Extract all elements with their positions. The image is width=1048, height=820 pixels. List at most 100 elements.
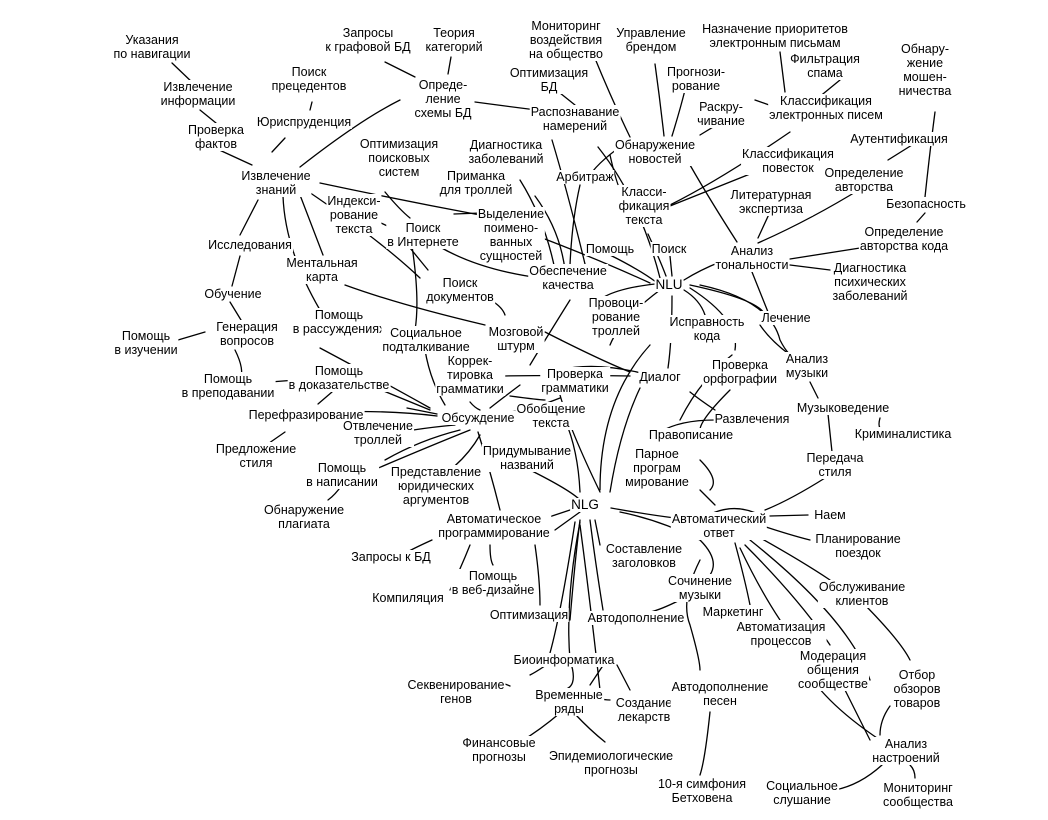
node-name-generation: Придумывание названий <box>481 444 573 472</box>
node-web-search: Поиск в Интернете <box>386 221 460 249</box>
edge <box>559 92 576 106</box>
edge <box>757 211 771 239</box>
edge <box>924 111 936 198</box>
node-authorship-attribution: Определение авторства <box>823 166 905 194</box>
edge <box>909 764 916 779</box>
edge <box>664 171 756 209</box>
node-entertainment: Развлечения <box>713 412 791 426</box>
edge <box>699 489 716 506</box>
edge <box>683 289 706 316</box>
edge <box>317 391 333 405</box>
edge <box>344 284 486 326</box>
node-schema-definition: Опреде- ление схемы БД <box>413 78 473 120</box>
edge <box>299 194 324 256</box>
node-drug-discovery: Создание лекарств <box>614 696 674 724</box>
edge <box>574 713 606 743</box>
edge <box>529 469 581 501</box>
edge <box>469 401 481 411</box>
node-question-generation: Генерация вопросов <box>215 320 279 348</box>
edge <box>809 381 819 399</box>
node-customer-service: Обслуживание клиентов <box>817 580 907 608</box>
node-autocompletion: Автодополнение <box>586 611 686 625</box>
node-text-classification: Класси- фикация текста <box>617 185 671 227</box>
node-assistance: Помощь <box>584 242 636 256</box>
edge <box>453 212 482 215</box>
edge <box>759 524 811 541</box>
node-code-authorship: Определение авторства кода <box>858 225 950 253</box>
node-financial-forecasting: Финансовые прогнозы <box>461 736 537 764</box>
edge <box>299 99 401 168</box>
node-marketing: Маркетинг <box>701 605 765 619</box>
edge <box>411 245 418 331</box>
edge <box>489 544 494 566</box>
node-pair-programming: Парное програм мирование <box>624 447 690 489</box>
node-brand-management: Управление брендом <box>615 26 687 54</box>
edge <box>647 233 667 277</box>
node-musicology: Музыковедение <box>795 401 891 415</box>
edge <box>384 61 416 78</box>
edge <box>309 101 313 111</box>
edge <box>759 324 791 356</box>
node-automatic-response: Автоматический ответ <box>670 512 768 540</box>
node-quality-assurance: Обеспечение качества <box>528 264 608 292</box>
edge <box>554 511 581 531</box>
edge <box>757 187 863 244</box>
node-spelling: Правописание <box>647 428 735 442</box>
edge <box>669 255 673 277</box>
node-time-series: Временные ряды <box>534 688 604 716</box>
edge <box>406 407 438 415</box>
node-healthcare: Лечение <box>760 311 812 325</box>
node-music-composition: Сочинение музыки <box>667 574 733 602</box>
edge <box>689 164 738 243</box>
edge <box>239 199 259 236</box>
node-product-review-selection: Отбор обзоров товаров <box>892 668 942 710</box>
node-style-suggestion: Предложение стиля <box>214 442 298 470</box>
node-education: Обучение <box>203 287 263 301</box>
edge <box>609 387 641 493</box>
node-automatic-programming: Автоматическое программирование <box>437 512 551 540</box>
node-case-search: Поиск прецедентов <box>270 65 348 93</box>
edge <box>559 521 581 691</box>
node-headline-generation: Составление заголовков <box>604 542 684 570</box>
edge <box>536 235 651 284</box>
node-plagiarism-detection: Обнаружение плагиата <box>262 503 346 531</box>
edge <box>827 413 833 453</box>
edge <box>610 507 676 519</box>
node-social-nudging: Социальное подталкивание <box>381 326 471 354</box>
node-web-design-assistance: Помощь в веб-дизайне <box>450 569 536 597</box>
node-authentication: Аутентификация <box>849 132 949 146</box>
node-literary-expertise: Литературная экспертиза <box>729 188 813 216</box>
node-social-listening: Социальное слушание <box>765 779 839 807</box>
edge <box>589 519 604 611</box>
node-intent-recognition: Распознавание намерений <box>529 105 621 133</box>
edge <box>751 271 769 313</box>
edge <box>599 344 651 491</box>
node-legal-argument-presentation: Представление юридических аргументов <box>389 465 483 507</box>
edge <box>916 212 926 223</box>
node-style-transfer: Передача стиля <box>805 451 865 479</box>
node-text-summarization: Обобщение текста <box>515 402 587 430</box>
node-dialog: Диалог <box>638 370 682 384</box>
edge <box>734 542 751 606</box>
node-discussion: Обсуждение <box>440 411 516 425</box>
edge <box>834 764 883 791</box>
node-bioinformatics: Биоинформатика <box>512 653 616 667</box>
edge <box>534 544 541 606</box>
edge <box>569 184 581 266</box>
edge <box>569 519 581 621</box>
edge <box>764 477 826 511</box>
edge <box>779 51 786 93</box>
node-forensics: Криминалистика <box>853 427 953 441</box>
node-disease-diagnostics: Диагностика заболеваний <box>467 138 545 166</box>
edge <box>689 391 716 411</box>
node-sentiment-analysis: Анализ тональности <box>714 244 790 272</box>
node-search-engine-optimization: Оптимизация поисковых систем <box>358 137 440 179</box>
node-hiring: Наем <box>813 508 847 522</box>
node-spam-filtering: Фильтрация спама <box>789 52 861 80</box>
node-email-prioritization: Назначение приоритетов электронным письм… <box>701 22 849 50</box>
node-mind-map: Ментальная карта <box>285 256 359 284</box>
edge <box>654 63 665 137</box>
node-code-correctness: Исправность кода <box>668 315 746 343</box>
node-troll-bait: Приманка для троллей <box>438 169 514 197</box>
node-proof-assistance: Помощь в доказательстве <box>287 364 391 392</box>
